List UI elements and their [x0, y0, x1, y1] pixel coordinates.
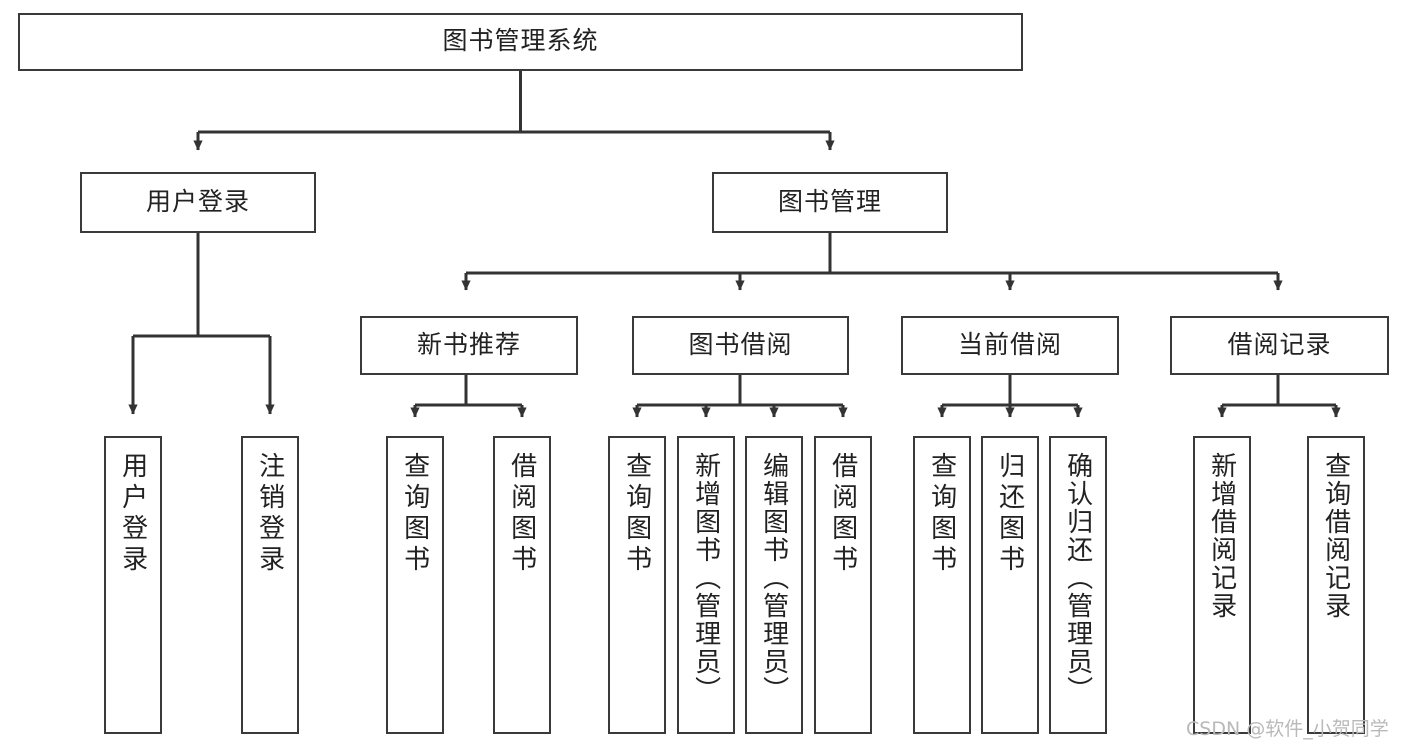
node-book-borrow[interactable]: 图书借阅 — [632, 316, 849, 375]
node-leaf-return-book[interactable]: 归还图书 — [981, 436, 1039, 734]
node-book-manage-label: 图书管理 — [777, 187, 882, 216]
node-borrow-record[interactable]: 借阅记录 — [1170, 316, 1389, 375]
node-leaf-query-book-1-label: 查询图书 — [400, 452, 431, 576]
node-leaf-confirm-return-label: 确认归还（管理员） — [1063, 452, 1094, 704]
node-leaf-borrow-book-2-label: 借阅图书 — [828, 452, 859, 576]
node-leaf-query-book-3-label: 查询图书 — [927, 452, 958, 576]
node-book-borrow-label: 图书借阅 — [688, 330, 793, 359]
node-leaf-add-book[interactable]: 新增图书（管理员） — [677, 436, 735, 734]
node-leaf-user-login-label: 用户登录 — [118, 452, 149, 576]
node-leaf-edit-book-label: 编辑图书（管理员） — [759, 452, 790, 704]
node-leaf-add-book-label: 新增图书（管理员） — [691, 452, 722, 704]
node-leaf-borrow-book-1[interactable]: 借阅图书 — [493, 436, 551, 734]
csdn-watermark: CSDN @软件_小贺同学 — [1186, 718, 1389, 740]
node-new-book-rec[interactable]: 新书推荐 — [360, 316, 578, 375]
node-leaf-borrow-book-1-label: 借阅图书 — [507, 452, 538, 576]
node-leaf-query-book-3[interactable]: 查询图书 — [913, 436, 971, 734]
node-leaf-borrow-book-2[interactable]: 借阅图书 — [814, 436, 872, 734]
node-leaf-confirm-return[interactable]: 确认归还（管理员） — [1049, 436, 1107, 734]
node-leaf-edit-book[interactable]: 编辑图书（管理员） — [745, 436, 803, 734]
node-user-login[interactable]: 用户登录 — [80, 172, 316, 233]
node-leaf-user-logout-label: 注销登录 — [255, 452, 286, 576]
node-new-book-rec-label: 新书推荐 — [416, 330, 521, 359]
node-book-manage[interactable]: 图书管理 — [712, 172, 948, 233]
node-leaf-user-login[interactable]: 用户登录 — [104, 436, 162, 734]
node-leaf-add-record[interactable]: 新增借阅记录 — [1193, 436, 1251, 734]
node-current-borrow[interactable]: 当前借阅 — [901, 316, 1119, 375]
node-user-login-label: 用户登录 — [145, 187, 250, 216]
node-root[interactable]: 图书管理系统 — [18, 13, 1023, 71]
node-borrow-record-label: 借阅记录 — [1227, 330, 1332, 359]
node-leaf-add-record-label: 新增借阅记录 — [1207, 452, 1238, 620]
node-leaf-query-book-2[interactable]: 查询图书 — [608, 436, 666, 734]
node-current-borrow-label: 当前借阅 — [957, 330, 1062, 359]
node-leaf-user-logout[interactable]: 注销登录 — [241, 436, 299, 734]
node-leaf-return-book-label: 归还图书 — [995, 452, 1026, 576]
node-leaf-query-record-label: 查询借阅记录 — [1321, 452, 1352, 620]
node-leaf-query-record[interactable]: 查询借阅记录 — [1307, 436, 1365, 734]
node-leaf-query-book-2-label: 查询图书 — [622, 452, 653, 576]
node-leaf-query-book-1[interactable]: 查询图书 — [386, 436, 444, 734]
node-root-label: 图书管理系统 — [442, 27, 599, 56]
